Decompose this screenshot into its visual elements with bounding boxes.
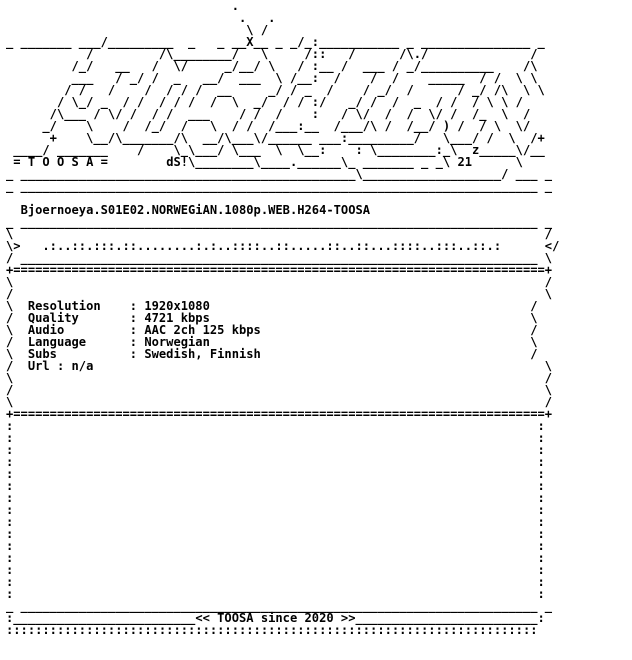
- release-name: Bjoernoeya.S01E02.NORWEGiAN.1080p.WEB.H2…: [20, 203, 371, 217]
- ascii-logo-line: ___ / _/ / _ __/ ___ \ /__: / / / _____ …: [6, 71, 538, 85]
- year-tag: 21: [457, 155, 472, 169]
- top-rule: _ ______________________________________…: [6, 179, 553, 193]
- field-label: Language: [27, 335, 87, 349]
- field-label: Resolution: [27, 299, 101, 313]
- frame-line: : :: [6, 539, 545, 553]
- field-value: Norwegian: [144, 335, 210, 349]
- ascii-logo-line: + \__/\_______/\ __/\___\/______ ___:___…: [6, 131, 545, 145]
- frame-line: \ /: [6, 371, 553, 385]
- footer-text: << TOOSA since 2020 >>: [195, 611, 356, 625]
- divider-bottom: +=======================================…: [6, 407, 553, 421]
- ascii-logo-line: \ /: [6, 23, 269, 37]
- frame-line: : :: [6, 515, 545, 529]
- ascii-logo-line: /_/ __ / \/ _/__/ \ / :__ / ___ / _/____…: [6, 59, 538, 73]
- top-rule: _ ______________________________________…: [6, 167, 553, 181]
- frame-line: : :: [6, 467, 545, 481]
- frame-line: \ /: [6, 395, 553, 409]
- bottom-rule: _ ______________________________________…: [6, 600, 559, 612]
- field-label: Quality: [27, 311, 79, 325]
- last-row: ::::::::::::::::::::::::::::::::::::::::…: [6, 624, 559, 636]
- ascii-logo-line: = T O O S A = dS!\________\____.______\_…: [13, 155, 523, 169]
- frame-line: / \: [6, 287, 553, 301]
- field-subs: \ Subs : Swedish, Finnish /: [6, 347, 538, 361]
- ascii-logo-line: / \_/ _ / / / / / / \ _/ / / :/ _/ / / _…: [6, 95, 523, 109]
- last-row-text: ::::::::::::::::::::::::::::::::::::::::…: [6, 623, 538, 637]
- frame-line: : :: [6, 431, 545, 445]
- frame-line: : :: [6, 443, 545, 457]
- field-value: 4721 kbps: [144, 311, 210, 325]
- frame-line: / \: [6, 383, 553, 397]
- frame-line: / ______________________________________…: [6, 251, 553, 265]
- field-resolution: \ Resolution : 1920x1080 /: [6, 299, 538, 313]
- frame-line: : :: [6, 491, 545, 505]
- field-label: Audio: [27, 323, 65, 337]
- frame-line: : :: [6, 563, 545, 577]
- nfo-document: . . . \ /_ _______ ___/_________ _ _ __X…: [6, 0, 559, 636]
- field-value: Swedish, Finnish: [144, 347, 261, 361]
- bottom-rule-text: _ ______________________________________…: [6, 599, 553, 613]
- frame-line: : :: [6, 551, 545, 565]
- field-quality: / Quality : 4721 kbps \: [6, 311, 538, 325]
- divider-top: +=======================================…: [6, 263, 553, 277]
- frame-line: : :: [6, 575, 545, 589]
- frame-line: : :: [6, 455, 545, 469]
- field-label: Subs: [27, 347, 57, 361]
- dots-row: \> .:..::.:::.::........:.:..::::..::...…: [6, 239, 560, 253]
- dots-row-text: .:..::.:::.::........:.:..::::..::.....:…: [27, 239, 502, 253]
- ascii-logo-line: / /\________/ \ /:: / /\./ /: [6, 47, 538, 61]
- frame-line: : :: [6, 419, 545, 433]
- frame-divider: +=======================================…: [6, 264, 559, 276]
- frame-line: : :: [6, 503, 545, 517]
- ascii-logo-line: _/ \ / /_/ / \ / / /___:__ /___/\ / /__/…: [6, 119, 531, 133]
- ascii-logo-line: .: [6, 0, 239, 13]
- group-tag: = T O O S A =: [13, 155, 108, 169]
- frame-line: \ /: [6, 275, 553, 289]
- frame-line: \ /: [6, 227, 553, 241]
- frame-line: : :: [6, 479, 545, 493]
- frame-line: : :: [6, 587, 545, 601]
- ascii-logo-line: /\___ / \/ / / / ___ / / / : / \/ / / \/…: [6, 107, 531, 121]
- field-audio: \ Audio : AAC 2ch 125 kbps /: [6, 323, 538, 337]
- frame-divider: +=======================================…: [6, 408, 559, 420]
- ascii-logo-line: ____/ _______ / \_\___/ \___ \ \__: : \_…: [6, 143, 545, 157]
- frame-top: _ ______________________________________…: [6, 215, 553, 229]
- ascii-logo-line: / / / / / / / __ _/ / _ / / _/ / / _/ /\…: [6, 83, 545, 97]
- artist-tag: dS!: [166, 155, 189, 169]
- field-language: / Language : Norwegian \: [6, 335, 538, 349]
- field-value: AAC 2ch 125 kbps: [144, 323, 261, 337]
- field-url: / Url : n/a \: [6, 359, 553, 373]
- ascii-logo-line: . .: [6, 11, 276, 25]
- release-name-line: Bjoernoeya.S01E02.NORWEGiAN.1080p.WEB.H2…: [6, 204, 559, 216]
- footer-line: :_________________________<< TOOSA since…: [6, 611, 545, 625]
- frame-line: : :: [6, 527, 545, 541]
- ascii-logo-line: _ _______ ___/_________ _ _ __X__ _ _/_:…: [6, 35, 545, 49]
- url-line: Url : n/a: [27, 359, 94, 373]
- field-value: 1920x1080: [144, 299, 210, 313]
